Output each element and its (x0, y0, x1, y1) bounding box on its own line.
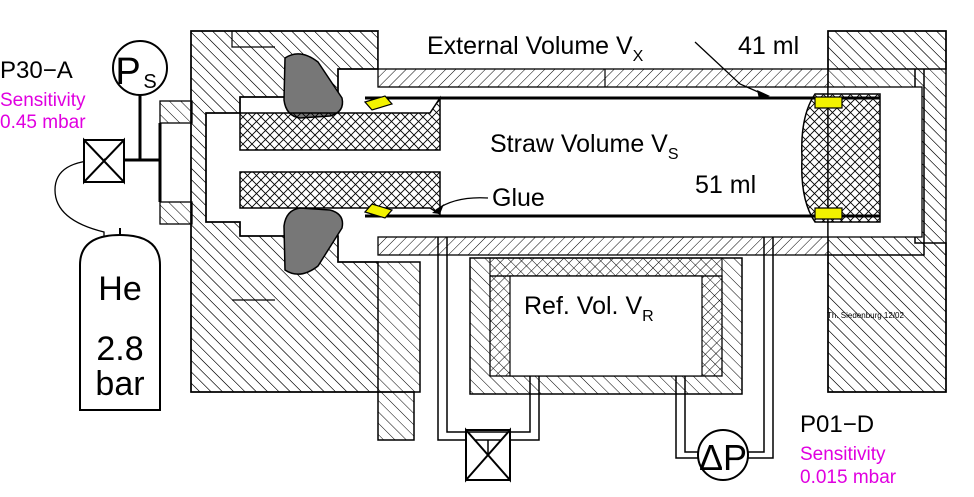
top-housing (377, 68, 829, 88)
glue-label: Glue (492, 184, 545, 212)
reference-volume-label: Ref. Vol. VR (524, 292, 654, 325)
bottom-housing (377, 236, 829, 256)
straw-tube (365, 96, 880, 218)
bottom-gauge-sensitivity-label: Sensitivity (800, 444, 886, 465)
inner-plug (239, 95, 441, 216)
external-volume-label: External Volume VX (427, 32, 644, 65)
external-volume-value: 41 ml (738, 32, 799, 60)
gas-cylinder-icon (79, 228, 161, 411)
author-credit: Th. Siedenburg 12/02 (827, 311, 904, 320)
glue-arrow (432, 197, 489, 214)
reference-volume (469, 257, 743, 395)
external-volume-arrow (694, 41, 770, 99)
o-ring-bottom (283, 207, 344, 275)
left-flange (190, 30, 421, 393)
circle-gauge-icon (697, 429, 749, 481)
ps-symbol: P (115, 51, 140, 93)
inlet-stub (159, 100, 193, 225)
top-gauge-sensitivity-label: Sensitivity (0, 90, 86, 111)
glue-spots (363, 95, 843, 220)
differential-gauge: ΔP (697, 429, 749, 481)
bowtie-valve-icon (465, 427, 511, 483)
bowtie-valve-icon (83, 137, 125, 185)
delta-p-symbol: ΔP (699, 437, 747, 478)
straw-volume-value: 51 ml (695, 171, 756, 199)
top-gauge: P S (112, 40, 168, 96)
ps-subscript: S (143, 71, 156, 93)
bottom-pipes (437, 237, 774, 459)
circle-gauge-icon (112, 40, 168, 96)
o-ring-top (283, 53, 344, 119)
top-gauge-name: P30−A (0, 57, 73, 84)
straw-volume-label: Straw Volume VS (490, 130, 679, 163)
bottom-gauge-sensitivity-value: 0.015 mbar (800, 467, 897, 488)
bottom-gauge-name: P01−D (800, 411, 874, 438)
bottle-unit: bar (95, 365, 144, 403)
top-gauge-sensitivity-value: 0.45 mbar (0, 112, 86, 133)
right-end-block (801, 30, 947, 393)
bottle-gas: He (98, 270, 141, 308)
bottle-pressure: 2.8 (96, 330, 143, 368)
